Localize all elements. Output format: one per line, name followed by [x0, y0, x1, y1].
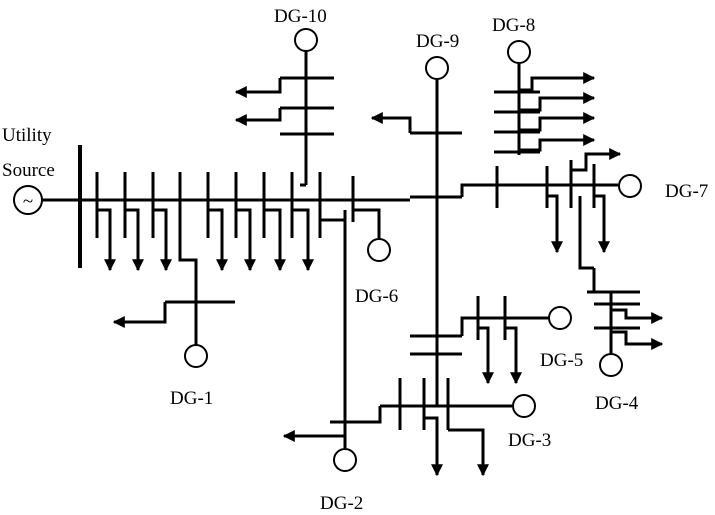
dg8-label: DG-8: [492, 15, 535, 36]
load-arrow-icon: [519, 112, 596, 132]
load-arrow-icon: [264, 208, 286, 272]
dg10-generator-icon: [294, 28, 318, 52]
dg7-feeder: DG-7: [460, 148, 708, 270]
dg4-label: DG-4: [595, 393, 639, 414]
dg1-generator-icon: [184, 344, 208, 368]
main-feeder: [42, 145, 410, 268]
bus-tap-10-dg6: [351, 176, 381, 238]
dg3-generator-icon: [512, 394, 536, 418]
dg10-label: DG-10: [274, 6, 327, 27]
dg2-label: DG-2: [320, 493, 363, 514]
load-arrow-icon: [370, 112, 412, 133]
load-arrow-icon: [97, 208, 116, 272]
utility-source-symbol: ~: [23, 191, 33, 212]
load-arrow-icon: [292, 208, 314, 272]
load-arrow-icon: [448, 428, 489, 477]
load-arrow-icon: [519, 72, 596, 92]
load-arrow-icon: [208, 208, 228, 272]
dg8-branch: DG-8: [492, 15, 596, 155]
load-tap-4: [178, 172, 198, 300]
dg6-node: DG-6: [355, 238, 398, 307]
dg7-label: DG-7: [665, 181, 708, 202]
dg4-branch: DG-4: [587, 268, 664, 414]
load-arrow-icon: [519, 92, 596, 112]
dg9-label: DG-9: [416, 31, 459, 52]
load-arrow-icon: [611, 308, 664, 324]
load-tap-2: [123, 172, 144, 272]
load-tap-8: [290, 172, 314, 272]
utility-source-label-line2: Source: [2, 160, 55, 181]
dg3-dg2-branch: DG-3 DG-2: [282, 210, 551, 514]
load-arrow-icon: [112, 302, 167, 328]
dg10-branch: DG-10: [234, 6, 334, 187]
dg3-label: DG-3: [508, 430, 551, 451]
load-tap-6: [234, 172, 256, 272]
load-arrow-icon: [234, 78, 282, 98]
load-arrow-icon: [594, 194, 610, 254]
load-tap-3: [151, 172, 172, 272]
main-feeder-loads: [95, 172, 381, 300]
load-arrow-icon: [234, 108, 282, 126]
dg6-generator-icon: [367, 238, 391, 262]
dg2-generator-icon: [333, 448, 357, 472]
dg5-generator-icon: [548, 306, 572, 330]
dg4-generator-icon: [599, 353, 623, 377]
load-arrow-icon: [478, 326, 494, 385]
dg5-label: DG-5: [540, 350, 583, 371]
load-arrow-icon: [424, 416, 443, 477]
load-tap-5: [206, 172, 228, 272]
load-arrow-icon: [505, 326, 522, 385]
dg8-generator-icon: [507, 40, 531, 64]
load-tap-1: [95, 172, 116, 272]
load-arrow-icon: [236, 208, 256, 272]
dg9-trunk: DG-9: [370, 31, 462, 392]
load-arrow-icon: [547, 194, 563, 254]
load-arrow-icon: [519, 134, 596, 152]
dg5-branch: DG-5: [460, 296, 583, 385]
dg1-label: DG-1: [170, 388, 213, 409]
dg6-label: DG-6: [355, 286, 398, 307]
load-arrow-icon: [125, 208, 144, 272]
load-tap-7: [262, 172, 286, 272]
load-arrow-icon: [571, 148, 622, 172]
dg9-generator-icon: [425, 56, 449, 80]
load-arrow-icon: [611, 330, 664, 350]
dg7-generator-icon: [618, 174, 642, 198]
dg1-branch: DG-1: [112, 300, 235, 409]
utility-source: ~ Utility Source: [2, 125, 55, 215]
load-arrow-icon: [153, 208, 172, 272]
utility-source-label-line1: Utility: [2, 125, 52, 146]
